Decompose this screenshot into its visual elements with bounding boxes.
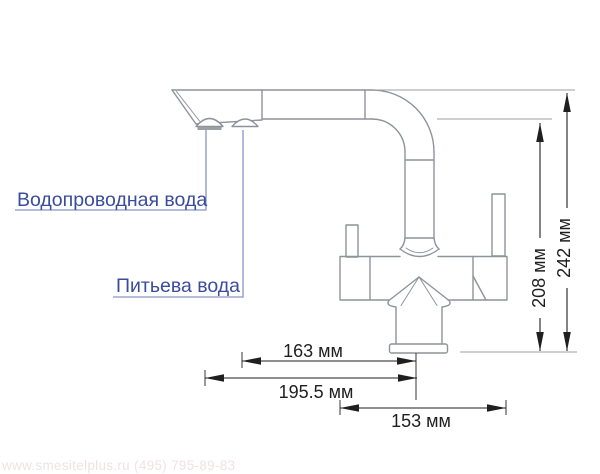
dimension-arrowheads	[205, 93, 571, 412]
dim-label-195: 195.5 мм	[279, 382, 354, 402]
dim-label-163: 163 мм	[283, 341, 343, 361]
aerator-drinking-water	[231, 118, 259, 128]
extension-lines	[372, 89, 577, 353]
handle-right-lever	[491, 193, 506, 257]
water-leaders	[15, 130, 244, 298]
drinking-water-label: Питьева вода	[116, 275, 240, 297]
pipe-escutcheon	[399, 237, 440, 258]
leader-drinking-water	[113, 130, 244, 298]
base-flange	[388, 343, 449, 354]
dimension-graphics	[204, 93, 568, 415]
leader-tap-water	[15, 130, 207, 211]
handle-left-lever	[345, 224, 359, 258]
dim-label-208: 208 мм	[529, 248, 549, 308]
aerator-tap-water	[195, 117, 224, 130]
base-cone	[387, 276, 451, 345]
spout-bend	[371, 89, 435, 153]
faucet-body	[339, 255, 508, 301]
dim-label-153: 153 мм	[391, 411, 451, 431]
dim-label-242-group: 242 мм	[553, 208, 575, 288]
dim-label-208-group: 208 мм	[528, 238, 550, 318]
aerator-face	[197, 127, 222, 130]
dim-label-242: 242 мм	[554, 218, 574, 278]
tap-water-label: Водопроводная вода	[17, 189, 207, 211]
spout-pipe	[404, 151, 435, 239]
watermark: www.smesitelplus.ru (495) 795-89-83	[1, 458, 235, 473]
faucet-drawing	[171, 89, 508, 354]
